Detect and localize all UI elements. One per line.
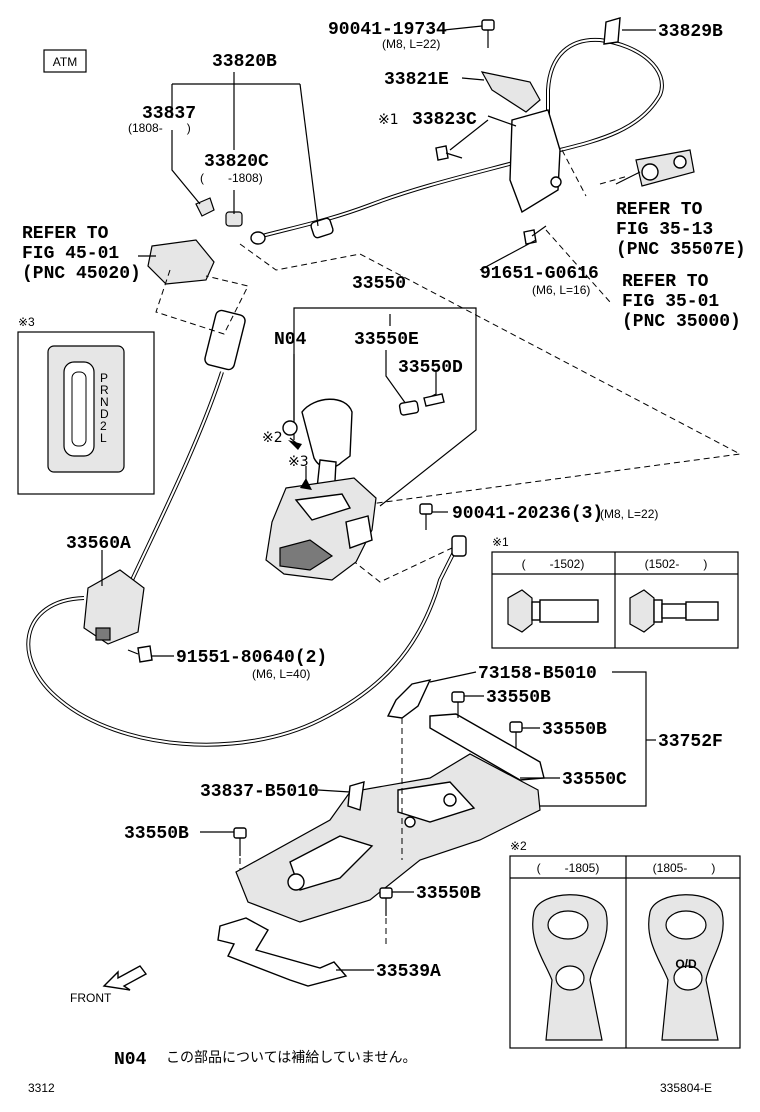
label-refer-3501-a: REFER TO: [622, 272, 709, 292]
label-33820c: 33820C: [204, 152, 269, 172]
label-33829b: 33829B: [658, 22, 723, 42]
front-label: FRONT: [70, 991, 112, 1005]
label-33550: 33550: [352, 274, 406, 294]
inset1-col2: (1502- ): [645, 557, 708, 571]
indicator-letter: L: [100, 431, 107, 445]
inset1-mark: ※1: [492, 535, 509, 549]
indicator-letter: N: [100, 395, 109, 409]
footer-left: 3312: [28, 1081, 55, 1095]
label-33550b-4: 33550B: [416, 884, 481, 904]
label-mark3-arrow: ※3: [288, 454, 309, 470]
label-refer-3513-a: REFER TO: [616, 200, 703, 220]
label-91551: 91551-80640(2): [176, 648, 327, 668]
shift-lever-group: [265, 307, 477, 581]
indicator-letter: 2: [100, 419, 107, 433]
label-90041-20236-spec: (M8, L=22): [600, 507, 658, 521]
label-33823c: 33823C: [412, 110, 477, 130]
inset2-col2: (1805- ): [653, 861, 716, 875]
label-33837-range: (1808- ): [128, 121, 191, 135]
indicator-letters: P R N D 2 L: [100, 371, 109, 445]
label-33550e: 33550E: [354, 330, 419, 350]
inset2-col1: ( -1805): [537, 861, 600, 875]
note-text: この部品については補給していません。: [166, 1050, 416, 1066]
footer-right: 335804-E: [660, 1081, 712, 1095]
label-mark2-arrow: ※2: [262, 430, 283, 446]
label-33550b-2: 33550B: [542, 720, 607, 740]
indicator-letter: P: [100, 371, 108, 385]
atm-box: [43, 49, 87, 73]
label-90041-19734-spec: (M8, L=22): [382, 37, 440, 51]
label-33823c-mark: ※1: [378, 112, 399, 128]
label-33550d: 33550D: [398, 358, 463, 378]
knob-od-label: O/D: [675, 957, 697, 971]
label-refer-4501-a: REFER TO: [22, 224, 109, 244]
label-refer-3501-c: (PNC 35000): [622, 312, 741, 332]
label-33560a: 33560A: [66, 534, 131, 554]
label-refer-4501-c: (PNC 45020): [22, 264, 141, 284]
label-33821e: 33821E: [384, 70, 449, 90]
label-refer-3513-c: (PNC 35507E): [616, 240, 746, 260]
label-33837-b5010: 33837-B5010: [200, 782, 319, 802]
label-refer-3501-b: FIG 35-01: [622, 292, 719, 312]
inset-bolt-variants: ※1 ( -1502) (1502- ): [491, 535, 739, 649]
atm-label: ATM: [53, 55, 77, 69]
inset2-mark: ※2: [510, 839, 527, 853]
indicator-letter: D: [100, 407, 109, 421]
label-91651: 91651-G0616: [480, 264, 599, 284]
part-labels: 33820B 33837 (1808- ) 33820C ( -1808) 90…: [22, 20, 746, 982]
inset1-col1: ( -1502): [522, 557, 585, 571]
label-refer-4501-b: FIG 45-01: [22, 244, 119, 264]
label-refer-3513-b: FIG 35-13: [616, 220, 713, 240]
leader-lines: [101, 25, 656, 971]
label-73158: 73158-B5010: [478, 664, 597, 684]
label-90041-20236: 90041-20236(3): [452, 504, 603, 524]
label-33539a: 33539A: [376, 962, 441, 982]
label-33550b-3: 33550B: [124, 824, 189, 844]
label-90041-19734: 90041-19734: [328, 20, 447, 40]
label-33752f: 33752F: [658, 732, 723, 752]
front-arrow-icon: [102, 965, 148, 991]
inset-indicator-panel: ※3 P R N D 2 L: [17, 315, 155, 495]
selector-cable-group: [26, 239, 467, 747]
label-91551-spec: (M6, L=40): [252, 667, 310, 681]
inset3-mark: ※3: [18, 315, 35, 329]
inset-knob-variants: ※2 ( -1805) (1805- ) O/D: [509, 839, 741, 1049]
indicator-letter: R: [100, 383, 109, 397]
label-33550b-1: 33550B: [486, 688, 551, 708]
label-n04: N04: [274, 330, 307, 350]
label-33550c: 33550C: [562, 770, 627, 790]
label-33820b: 33820B: [212, 52, 277, 72]
label-33837: 33837: [142, 104, 196, 124]
shift-cable-group: [195, 17, 695, 245]
label-91651-spec: (M6, L=16): [532, 283, 590, 297]
label-33820c-range: ( -1808): [200, 171, 263, 185]
note-code: N04: [114, 1050, 147, 1070]
bracket-assembly-group: [217, 671, 656, 987]
